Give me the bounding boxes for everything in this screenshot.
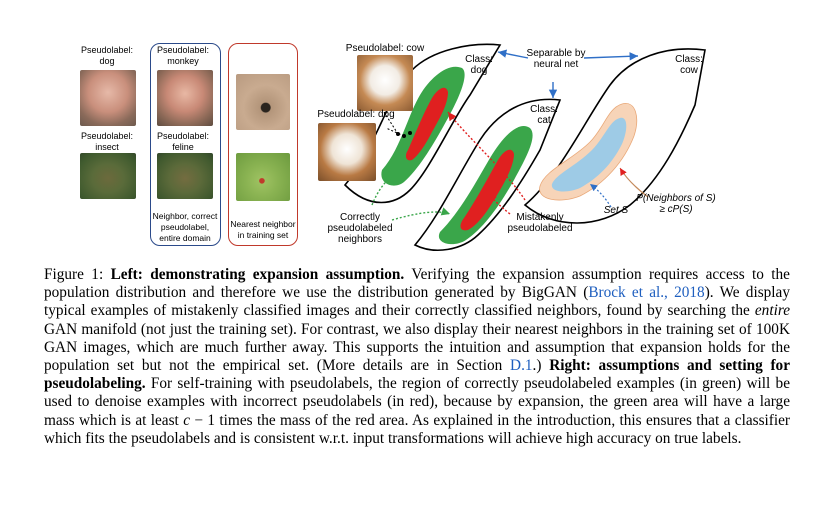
label-pseudo-monkey: Pseudolabel: monkey [156, 45, 210, 66]
separable-arrow-left [497, 49, 529, 59]
label-pseudo-feline: Pseudolabel: feline [156, 131, 210, 152]
section-link-d1[interactable]: D.1 [510, 357, 533, 375]
caption-text-3: GAN manifold (not just the training set)… [44, 320, 790, 375]
label-pseudo-insect: Pseudolabel: insect [80, 131, 134, 152]
insect-photo-left [80, 153, 136, 199]
dot-line-dog [385, 127, 405, 137]
mistaken-arrow-2 [487, 193, 511, 215]
monkey-photo-left [80, 70, 136, 126]
dot-line-cow [383, 111, 399, 135]
set-s-arrow [589, 183, 612, 208]
nearest-box [228, 43, 298, 246]
red-region-cat [460, 149, 514, 231]
figure-caption: Figure 1: Left: demonstrating expansion … [44, 266, 790, 448]
figure-1: Pseudolabel: dog Pseudolabel: monkey Pse… [0, 0, 829, 262]
caption-right-heading: Right: assumptions and setting for pseud… [44, 357, 790, 393]
caption-text-2: ). We display typical examples of mistak… [44, 284, 790, 320]
monkey-photo-neighbor [157, 70, 213, 126]
beetle-photo [236, 74, 290, 130]
label-pseudo-cow: Pseudolabel: cow [345, 43, 425, 54]
mistaken-arrow-1 [447, 111, 526, 201]
set-s-region [551, 117, 627, 192]
caption-text-6: − 1 times the mass of the red area. As e… [44, 411, 790, 447]
correct-arrow-1 [371, 175, 393, 206]
label-nearest-box: Nearest neighbor in training set [230, 219, 296, 240]
caption-italic-entire: entire [754, 302, 790, 320]
label-mistakenly: Mistakenly pseudolabeled [507, 212, 573, 234]
citation-brock[interactable]: Brock et al., 2018 [588, 284, 705, 302]
label-pseudo-dog: Pseudolabel: dog [80, 45, 134, 66]
label-neighbors: P(Neighbors of S) ≥ cP(S) [636, 193, 716, 215]
label-class-dog: Class: dog [465, 54, 493, 76]
label-neighbor-box: Neighbor, correct pseudolabel, entire do… [152, 211, 218, 243]
neighbors-arrow [619, 167, 649, 198]
caption-italic-c: c [183, 411, 190, 429]
label-correctly: Correctly pseudolabeled neighbors [327, 212, 393, 245]
label-separable: Separable by neural net [526, 48, 586, 70]
red-region-dog [405, 87, 448, 161]
dog-labeled-photo [318, 123, 376, 181]
ladybug-photo [236, 153, 290, 201]
label-class-cat: Class: cat [530, 104, 558, 126]
caption-text-5: For self-training with pseudolabels, the… [44, 375, 790, 429]
caption-left-heading: Left: demonstrating expansion assumption… [110, 266, 405, 283]
manifold-diagram [343, 43, 706, 251]
label-pseudo-dog-right: Pseudolabel: dog [317, 109, 395, 120]
separable-arrow-right [583, 52, 639, 61]
label-set-s: Set S [603, 205, 629, 216]
sample-dot-3 [408, 131, 412, 135]
cow-labeled-dog-photo [357, 55, 413, 111]
figure-label: Figure 1: [44, 266, 104, 283]
caption-text-1: Verifying the expansion assumption requi… [44, 266, 790, 302]
insect-photo-neighbor [157, 153, 213, 199]
label-class-cow: Class: cow [675, 54, 703, 76]
neighbor-box [150, 43, 221, 246]
caption-text-4: .) [532, 357, 550, 375]
